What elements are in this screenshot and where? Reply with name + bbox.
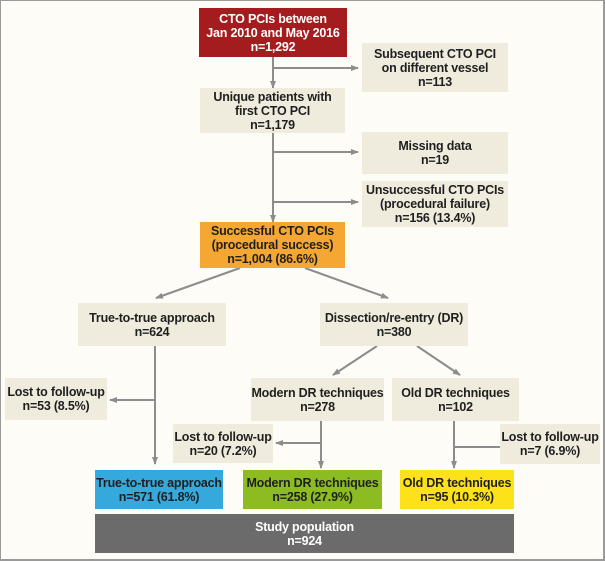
node-line: n=113 xyxy=(417,74,453,89)
node-lost-true-to-true: Lost to follow-up n=53 (8.5%) xyxy=(5,378,107,420)
node-line: Modern DR techniques xyxy=(246,475,379,490)
arrow-to-dissection xyxy=(304,267,389,299)
node-line: n=1,004 (86.6%) xyxy=(227,252,318,266)
node-modern-dr: Modern DR techniques n=278 xyxy=(251,378,384,421)
node-line: Old DR techniques xyxy=(401,385,510,400)
node-line: first CTO PCI xyxy=(235,103,310,118)
node-final-modern-dr: Modern DR techniques n=258 (27.9%) xyxy=(243,470,382,509)
node-line: True-to-true approach xyxy=(89,310,215,325)
node-unique-patients: Unique patients with first CTO PCI n=1,1… xyxy=(200,88,345,133)
node-missing-data: Missing data n=19 xyxy=(362,132,508,174)
node-line: n=1,292 xyxy=(250,39,296,54)
node-dissection-reentry: Dissection/re-entry (DR) n=380 xyxy=(320,303,468,346)
node-line: on different vessel xyxy=(381,60,489,75)
node-line: True-to-true approach xyxy=(96,475,222,490)
arrow-to-modern-dr xyxy=(332,345,378,376)
node-line: n=571 (61.8%) xyxy=(118,489,200,504)
node-line: Lost to follow-up xyxy=(174,429,272,444)
node-line: n=1,179 xyxy=(250,117,295,132)
node-line: Dissection/re-entry (DR) xyxy=(324,310,464,325)
node-study-population: Study population n=924 xyxy=(95,514,514,553)
node-line: n=380 xyxy=(376,324,412,339)
node-line: n=95 (10.3%) xyxy=(420,489,494,504)
node-line: CTO PCIs between xyxy=(219,11,327,26)
node-line: n=258 (27.9%) xyxy=(272,489,353,504)
node-line: Unique patients with xyxy=(213,89,332,104)
node-line: Jan 2010 and May 2016 xyxy=(206,25,340,40)
node-cto-pcis: CTO PCIs between Jan 2010 and May 2016 n… xyxy=(199,8,347,57)
node-line: n=20 (7.2%) xyxy=(189,443,257,458)
node-line: n=53 (8.5%) xyxy=(22,399,90,413)
node-lost-old-dr: Lost to follow-up n=7 (6.9%) xyxy=(500,424,600,464)
node-line: Modern DR techniques xyxy=(251,385,384,400)
arrow-to-true-to-true xyxy=(155,267,241,299)
node-line: n=924 xyxy=(287,533,322,548)
node-final-old-dr: Old DR techniques n=95 (10.3%) xyxy=(400,470,514,509)
node-line: (procedural failure) xyxy=(380,197,490,211)
arrow-to-old-dr xyxy=(416,345,461,376)
node-subsequent-cto-pci: Subsequent CTO PCI on different vessel n… xyxy=(362,43,508,92)
node-line: n=7 (6.9%) xyxy=(519,444,581,458)
node-old-dr: Old DR techniques n=102 xyxy=(392,378,519,421)
node-line: n=102 xyxy=(438,399,473,414)
node-line: Lost to follow-up xyxy=(7,385,105,399)
node-line: Unsuccessful CTO PCIs xyxy=(366,183,504,197)
node-line: Subsequent CTO PCI xyxy=(374,46,496,61)
node-successful: Successful CTO PCIs (procedural success)… xyxy=(200,222,345,268)
node-line: Successful CTO PCIs xyxy=(210,224,335,238)
node-line: n=156 (13.4%) xyxy=(394,211,476,225)
node-lost-modern-dr: Lost to follow-up n=20 (7.2%) xyxy=(173,424,273,463)
node-line: n=278 xyxy=(300,399,335,414)
node-unsuccessful: Unsuccessful CTO PCIs (procedural failur… xyxy=(362,181,508,227)
node-line: Study population xyxy=(255,519,354,534)
node-true-to-true: True-to-true approach n=624 xyxy=(78,303,226,346)
node-line: Old DR techniques xyxy=(402,475,512,490)
node-line: Missing data xyxy=(398,139,472,153)
node-line: n=624 xyxy=(134,324,170,339)
node-line: n=19 xyxy=(420,153,450,167)
node-line: Lost to follow-up xyxy=(501,430,599,444)
node-line: (procedural success) xyxy=(211,238,334,252)
node-final-true-to-true: True-to-true approach n=571 (61.8%) xyxy=(95,470,223,509)
